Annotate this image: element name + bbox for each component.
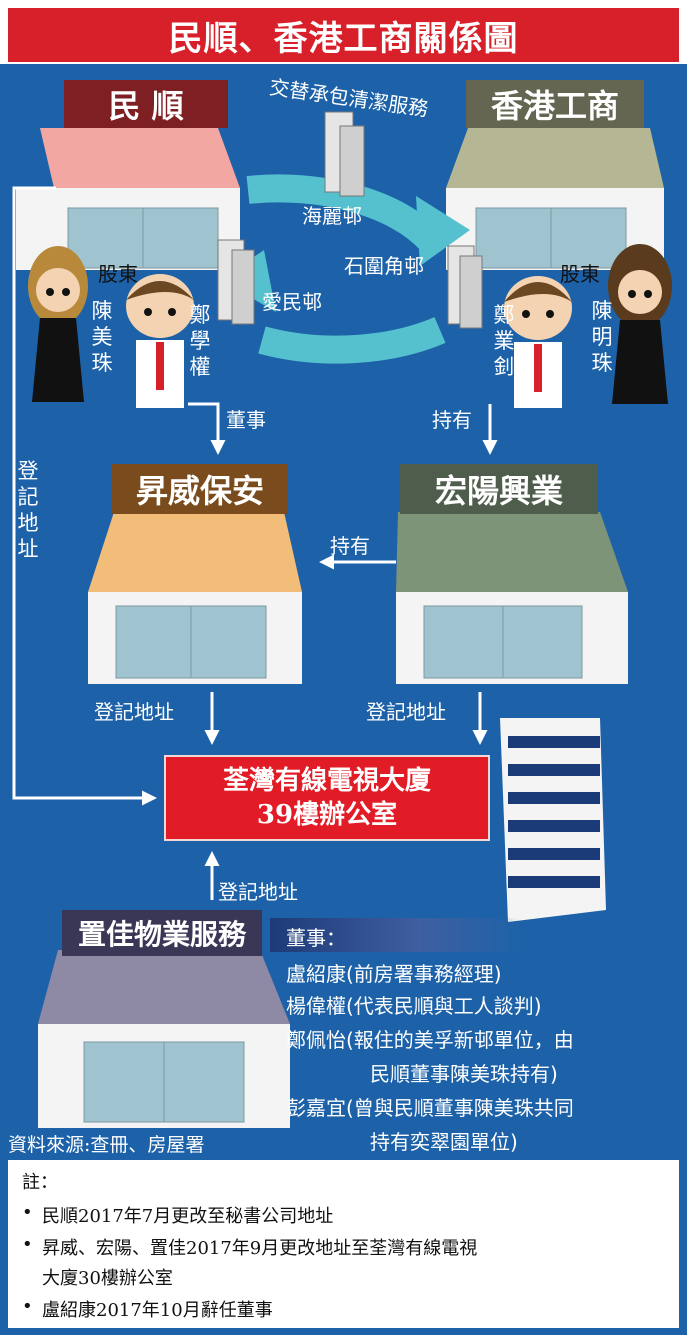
company-minshun: 民 順 (64, 80, 228, 128)
person-chen-meizhu (28, 246, 88, 402)
relation-reg-zhijia: 登記地址 (218, 880, 298, 904)
role-shareholder-left: 股東 (98, 262, 138, 286)
note-bullet-3: • (22, 1296, 33, 1317)
hongyang-building (396, 512, 628, 684)
notes-panel: 註： • 民順2017年7月更改至秘書公司地址 • 昇威、宏陽、置佳2017年9… (8, 1160, 679, 1328)
company-hongyang-label: 宏陽興業 (434, 472, 563, 510)
note-1: 民順2017年7月更改至秘書公司地址 (42, 1206, 334, 1227)
company-shengwei: 昇威保安 (112, 464, 288, 514)
estate-icon-aimin (217, 239, 255, 325)
estate-hailai: 海麗邨 (302, 204, 362, 228)
role-shareholder-right: 股東 (560, 262, 600, 286)
zhijia-building (38, 950, 290, 1128)
estate-aimin: 愛民邨 (262, 290, 322, 314)
relation-reg-shengwei: 登記地址 (94, 700, 174, 724)
directors-line6: 持有奕翠園單位) (370, 1130, 518, 1154)
relation-reg-hongyang: 登記地址 (366, 700, 446, 724)
company-hongyang: 宏陽興業 (400, 464, 598, 514)
directors-line4: 民順董事陳美珠持有) (370, 1062, 558, 1086)
person-name-chen-meizhu: 陳美珠 (91, 299, 113, 375)
person-name-chen-mingzhu: 陳明珠 (591, 299, 613, 375)
estate-icon-hailai (324, 111, 365, 197)
office-tower (500, 718, 606, 922)
company-zhijia: 置佳物業服務 (62, 910, 262, 956)
company-minshun-label: 民 順 (108, 87, 184, 125)
source-credit: 資料來源:查冊、房屋署 (8, 1134, 205, 1156)
person-zheng-xuequan (126, 274, 194, 408)
note-bullet-1: • (22, 1202, 33, 1223)
shengwei-building (88, 512, 302, 684)
center-office-box: 荃灣有線電視大廈 39樓辦公室 (164, 755, 490, 841)
person-zheng-yezhao (504, 276, 572, 408)
directors-line2: 楊偉權(代表民順與工人談判) (286, 994, 542, 1018)
note-2a: 昇威、宏陽、置佳2017年9月更改地址至荃灣有線電視 (42, 1238, 478, 1259)
notes-heading: 註： (22, 1172, 58, 1193)
relation-hold-right: 持有 (432, 408, 472, 432)
directors-heading: 董事： (286, 926, 346, 950)
note-3: 盧紹康2017年10月辭任董事 (42, 1300, 273, 1321)
estate-icon-shiweijiao (447, 245, 483, 329)
directors-header-bar (270, 918, 520, 952)
page-title: 民順、香港工商關係圖 (168, 18, 519, 59)
center-office-line2: 39樓辦公室 (256, 800, 398, 830)
diagram-graphics (12, 111, 672, 1128)
person-name-zheng-yezhao: 鄭業釗 (493, 303, 515, 379)
company-hk-industrial: 香港工商 (466, 80, 644, 128)
cycle-arrows (246, 174, 446, 364)
company-hk-industrial-label: 香港工商 (490, 87, 619, 125)
relation-director: 董事 (226, 408, 266, 432)
directors-line5: 彭嘉宜(曾與民順董事陳美珠共同 (286, 1096, 574, 1120)
relation-arrows (12, 186, 498, 900)
person-name-zheng-xuequan: 鄭學權 (189, 303, 211, 379)
estate-shiweijiao: 石圍角邨 (344, 254, 424, 278)
directors-line3: 鄭佩怡(報住的美孚新邨單位，由 (286, 1028, 574, 1052)
relation-hold-middle: 持有 (330, 534, 370, 558)
directors-line1: 盧紹康(前房署事務經理) (286, 962, 502, 986)
relation-reg-left: 登記地址 (17, 459, 39, 561)
title-bar: 民順、香港工商關係圖 (0, 0, 687, 64)
note-2b: 大廈30樓辦公室 (42, 1268, 173, 1289)
note-bullet-2: • (22, 1234, 33, 1255)
center-office-line1: 荃灣有線電視大廈 (222, 766, 431, 796)
company-zhijia-label: 置佳物業服務 (77, 918, 246, 951)
cycle-arrowhead-right (416, 196, 470, 266)
title-banner: 民順、香港工商關係圖 (8, 8, 679, 62)
company-shengwei-label: 昇威保安 (135, 472, 264, 510)
person-chen-mingzhu (608, 244, 672, 404)
